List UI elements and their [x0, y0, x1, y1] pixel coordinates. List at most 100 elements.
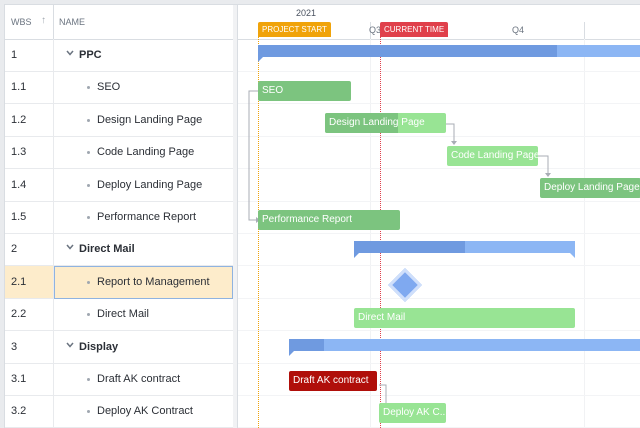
task-bar-deploy-landing-page[interactable]: Deploy Landing Page: [540, 178, 640, 198]
cell-divider: [53, 39, 54, 71]
row-line: [238, 135, 640, 137]
cell-divider: [53, 201, 54, 233]
cell-divider: [53, 298, 54, 331]
task-bar-draft-ak-contract[interactable]: Draft AK contract: [289, 371, 377, 391]
sort-up-icon[interactable]: ↑: [41, 15, 46, 26]
chevron-down-icon[interactable]: [65, 340, 75, 350]
task-label: Draft AK contract: [293, 375, 369, 386]
wbs-cell: 1.1: [11, 81, 27, 94]
task-bar-design-landing-page[interactable]: Design Landing Page: [325, 113, 446, 133]
row-line: [238, 71, 640, 72]
bullet-icon: [87, 151, 90, 155]
cell-divider: [53, 168, 54, 201]
task-bar-performance-report[interactable]: Performance Report: [258, 210, 400, 230]
task-name: Deploy AK Contract: [97, 405, 193, 418]
task-label: Design Landing Page: [329, 117, 425, 128]
group-name: Direct Mail: [79, 243, 135, 256]
bullet-icon: [87, 313, 90, 317]
bullet-icon: [87, 183, 90, 187]
table-row[interactable]: 3 Display: [5, 330, 233, 364]
current-time-flag: CURRENT TIME: [380, 22, 449, 37]
table-row[interactable]: 1.3 Code Landing Page: [5, 136, 233, 170]
task-name: SEO: [97, 81, 121, 94]
column-divider: [53, 5, 54, 39]
summary-bar-display[interactable]: [289, 339, 640, 356]
quarter-divider: [584, 22, 585, 39]
bullet-icon: [87, 378, 90, 381]
task-name: Direct Mail: [97, 308, 149, 321]
wbs-cell: 2: [11, 243, 18, 256]
task-bar-deploy-ak-contract[interactable]: Deploy AK C...: [379, 403, 446, 423]
wbs-cell: 1.2: [11, 113, 27, 126]
row-line: [238, 265, 640, 267]
bullet-icon: [87, 118, 90, 122]
dependency-link: [446, 123, 455, 141]
cell-divider: [53, 103, 54, 136]
task-label: Code Landing Page: [451, 150, 538, 161]
task-label: Performance Report: [262, 214, 353, 225]
name-column-header[interactable]: NAME: [59, 17, 86, 27]
row-line: [238, 168, 640, 170]
dependency-link: [538, 155, 549, 173]
table-row[interactable]: 2 Direct Mail: [5, 233, 233, 267]
project-start-flag: PROJECT START: [258, 22, 331, 37]
task-label: Deploy Landing Page: [544, 182, 640, 193]
task-bar-seo[interactable]: SEO: [258, 81, 351, 101]
table-row[interactable]: 1.2 Design Landing Page: [5, 103, 233, 137]
row-line: [238, 395, 640, 396]
chevron-down-icon[interactable]: [65, 48, 75, 58]
group-name: Display: [79, 340, 119, 353]
timeline-pane: 2021 Q3 Q4 PROJECT START CURRENT TIME: [238, 5, 640, 428]
task-bar-direct-mail[interactable]: Direct Mail: [354, 308, 575, 328]
arrow-head-icon: [545, 173, 551, 177]
task-name: Deploy Landing Page: [97, 178, 203, 191]
wbs-cell: 2.1: [11, 275, 27, 288]
grid-header: WBS ↑ NAME: [5, 5, 233, 40]
bullet-icon: [87, 216, 90, 219]
wbs-cell: 1: [11, 49, 18, 61]
wbs-cell: 3: [11, 340, 18, 353]
current-time-line: [380, 37, 381, 428]
row-line: [238, 233, 640, 234]
summary-bar-direct-mail[interactable]: [354, 241, 575, 258]
pane-splitter[interactable]: [233, 5, 238, 428]
task-label: Deploy AK C...: [383, 407, 446, 418]
table-row[interactable]: 1.1 SEO: [5, 71, 233, 105]
dependency-links: [248, 90, 551, 407]
wbs-cell: 1.3: [11, 146, 27, 159]
wbs-cell: 2.2: [11, 308, 27, 321]
wbs-cell: 3.1: [11, 373, 27, 385]
task-name: Design Landing Page: [97, 113, 203, 126]
task-name: Draft AK contract: [97, 373, 181, 385]
chevron-down-icon[interactable]: [65, 242, 75, 252]
table-row[interactable]: 3.1 Draft AK contract: [5, 363, 233, 396]
wbs-column-header[interactable]: WBS: [11, 17, 32, 27]
quarter-divider: [370, 22, 371, 39]
dependency-link: [248, 90, 258, 221]
year-label: 2021: [296, 8, 317, 18]
cell-divider: [53, 71, 54, 104]
dependency-link: [379, 384, 387, 403]
task-bar-code-landing-page[interactable]: Code Landing Page: [447, 146, 538, 166]
wbs-cell: 3.2: [11, 405, 27, 418]
row-line: [238, 297, 640, 299]
summary-bar-ppc[interactable]: [258, 45, 640, 62]
task-label: SEO: [262, 85, 284, 96]
row-line: [238, 362, 640, 364]
selected-cell[interactable]: [54, 265, 233, 299]
task-name: Code Landing Page: [97, 146, 195, 159]
cell-divider: [53, 233, 54, 266]
table-row[interactable]: 3.2 Deploy AK Contract: [5, 395, 233, 428]
row-line: [238, 200, 640, 202]
bullet-icon: [87, 410, 90, 414]
table-row[interactable]: 2.2 Direct Mail: [5, 298, 233, 332]
wbs-cell: 1.5: [11, 211, 27, 223]
task-label: Direct Mail: [358, 312, 406, 323]
cell-divider: [53, 395, 54, 428]
bullet-icon: [87, 280, 90, 284]
